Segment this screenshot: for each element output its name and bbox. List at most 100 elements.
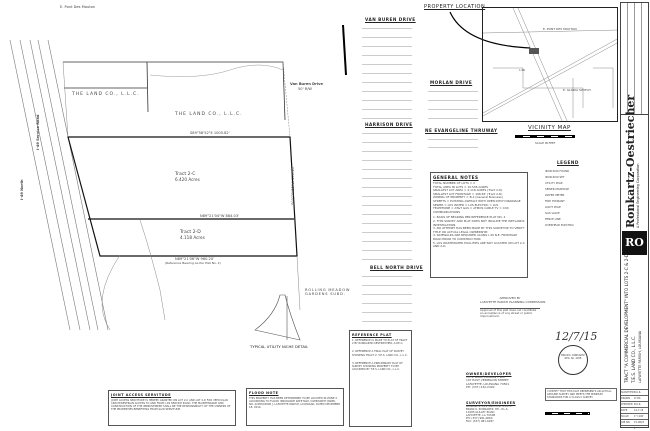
van-buren-road-label: Van Buren Drive [290,82,323,86]
general-note: SMALLEST LOT AREA = 4.118 ACRES (Tract 2… [433,188,503,193]
reference-item: 3. REFERENCE A PRELIMINARY PLAT OF SURVE… [352,361,403,372]
surveyor-title: SURVEYOR/ENGINEER [466,401,516,405]
legend-title: LEGEND [557,160,579,165]
surveyor-line: 10185 GULLEY ROAD [466,410,495,415]
reference-item: 1. REFERENCE IS MADE TO PLAT OF TRACT 2 … [352,339,408,346]
road-label-interstate: I-49 North [20,179,24,200]
legend-list: IRON ROD FOUND IRON ROD SET UTILITY POLE… [545,168,617,228]
firm-subtitle: A Professional Engineering Corporation [636,163,640,228]
info-label: CHECKED [621,403,633,406]
scale-label: SCALE IN FEET [535,141,556,145]
general-note: ZONING OF PROPERTY = B-2 (General Busine… [433,195,503,200]
road-label-pont-des-mouton: E. Pont Des Mouton [60,5,96,9]
surveyor-seal: BRIAN K. RONKARTZ REG. No. 4938 [558,345,588,375]
seal-name: BRIAN K. RONKARTZ [561,354,585,357]
property-location-label: PROPERTY LOCATION [424,4,486,10]
road-label-service-road: I-49 Service Road [36,114,40,150]
vicinity-road-1: E. PONT DES MOUTON [543,27,577,31]
south-bearing-note: (Reference Bearing As Per Plat No. 2) [165,261,221,265]
general-note: TOTAL AREA IN LOTS = 10.538 ACRES [433,184,489,189]
reference-item: 2. REFERENCE A FINAL PLAT OF SURVEY SHOW… [352,350,408,357]
general-note: TOTAL NUMBER OF LOTS = 2 [433,181,475,185]
detail-label: TYPICAL UTILITY NICHE DETAIL [250,344,309,349]
vicinity-map-title: VICINITY MAP [528,125,571,131]
approval-text: Approval of this plat does not constitut… [480,307,537,319]
street-heading-morlan: MORLAN DRIVE [430,80,473,85]
vicinity-map-roads [483,8,617,121]
street-heading-bell-north: BELL NORTH DRIVE [370,265,424,270]
legend-item: FIRE HYDRANT [545,199,565,203]
auxiliary-lines [62,61,301,331]
legend-item: GAS VALVE [545,211,560,215]
owner-line: T.E.S. LAND COMPANY, LLC [466,375,506,379]
info-label: DATE [621,409,628,412]
owner-list-morlan [428,88,478,123]
revision-table [621,3,648,115]
certification-box: I CERTIFY THAT THIS PLAT REPRESENTS AN A… [545,388,617,401]
info-row: SCALE 1"=100' [621,413,648,419]
seal-reg: REG. No. 4938 [564,357,582,360]
owner-line: 107 EAST VERMILION STREET [466,378,509,383]
owner-list-harrison [362,130,412,260]
legend-item: UTILITY POLE [545,181,563,185]
general-note: TELEPHONE = AT&T GAS = ATMOS CABLE TV = … [433,206,509,214]
north-bearing: S89°58'52"E 1005.82' [190,131,230,135]
info-value: B.K.R. [634,403,642,406]
flood-note-box: FLOOD NOTE THIS PROPERTY HAS BEEN DETERM… [246,388,344,426]
joint-access-title: JOINT ACCESS SERVITUDE [111,393,172,397]
south-bearing: N89°21'06"W 960.20' [175,257,215,261]
info-value: B.K.R. [634,391,642,394]
general-note: SEWER = LUS WATER = LUS ELECTRIC = LUS [433,202,499,207]
approval-block: APPROVED BY LAFAYETTE PARISH PLANNING CO… [480,296,545,319]
vicinity-road-2: E. GLORIA SWITCH [563,88,591,92]
vicinity-map: E. PONT DES MOUTON E. GLORIA SWITCH I-49 [482,7,618,122]
info-value: 1"=100' [634,415,644,418]
property-location-arrow-icon [449,11,531,49]
east-bearing: S00°21'55"W 300.16' [291,166,295,205]
legend-item: IRON ROD FOUND [545,169,570,173]
info-value: R.T.M. [634,397,642,400]
certification-text: I CERTIFY THAT THIS PLAT REPRESENTS AN A… [547,390,612,399]
legend-item: OVERHEAD ELECTRIC [545,223,574,227]
tract-2d-area: 4.118 Acres [180,235,205,240]
project-title: TRACT "A COMMERCIAL DEVELOPMENT" INTO LO… [624,253,629,383]
street-heading-van-buren: VAN BUREN DRIVE [365,17,416,22]
general-note: 3. NO ATTEMPT HAS BEEN MADE BY THIS SURV… [433,226,525,234]
legend-item: LIGHT POLE [545,205,561,209]
tract-2d-name: Tract 2-D [180,230,201,235]
van-buren-row: 50' R/W [298,87,312,91]
street-heading-evangeline: NE EVANGELINE THRUWAY [425,128,498,133]
owner-line: PH: (337) 232-2400 [466,385,495,390]
info-label: SCALE [621,415,629,418]
legend-item: FENCE LINE [545,217,561,221]
middle-bearing: N89°21'04"W 884.03' [200,214,240,218]
owner-list-evangeline [428,136,478,152]
interstate-lines [9,39,109,331]
approval-body: LAFAYETTE PARISH PLANNING COMMISSION [480,300,545,309]
owner-list-van-buren [362,25,412,120]
property-location-marker [529,48,539,54]
owner-label-1: THE LAND CO., L.L.C. [72,92,140,97]
signature-date: 12/7/15 [555,330,598,343]
firm-logo: RO [622,231,647,255]
general-note: 4. SIDEWALKS ARE REQUIRED ALONG I-49 N.E… [433,233,518,241]
info-row: JOB NO.15-0823 [621,419,648,425]
general-note: 1. BASIS OF BEARING PER REFERENCE PLAT N… [433,215,506,220]
flood-note-title: FLOOD NOTE [249,391,279,395]
general-notes-box: GENERAL NOTES TOTAL NUMBER OF LOTS = 2 T… [430,172,528,278]
approval-title: APPROVED BY [499,296,521,300]
surveyor-line: PH: (337) 981-0660 [466,416,493,421]
joint-access-text: JOINT ACCESS SERVITUDE IS HEREBY GRANTED… [111,399,231,412]
reference-plat-box: REFERENCE PLAT 1. REFERENCE IS MADE TO P… [349,330,412,427]
general-note: 5. LUS WASTEWATER FACILITIES ARE NOT LOC… [433,240,525,249]
subdivision-label: ROLLING MEADOW GARDENS SUBD. [305,288,351,297]
utility-niche-detail [254,294,301,341]
flood-note-text: THIS PROPERTY HAS BEEN DETERMINED TO BE … [249,397,341,410]
street-heading-harrison: HARRISON DRIVE [365,122,413,127]
upper-parcels [63,61,286,121]
